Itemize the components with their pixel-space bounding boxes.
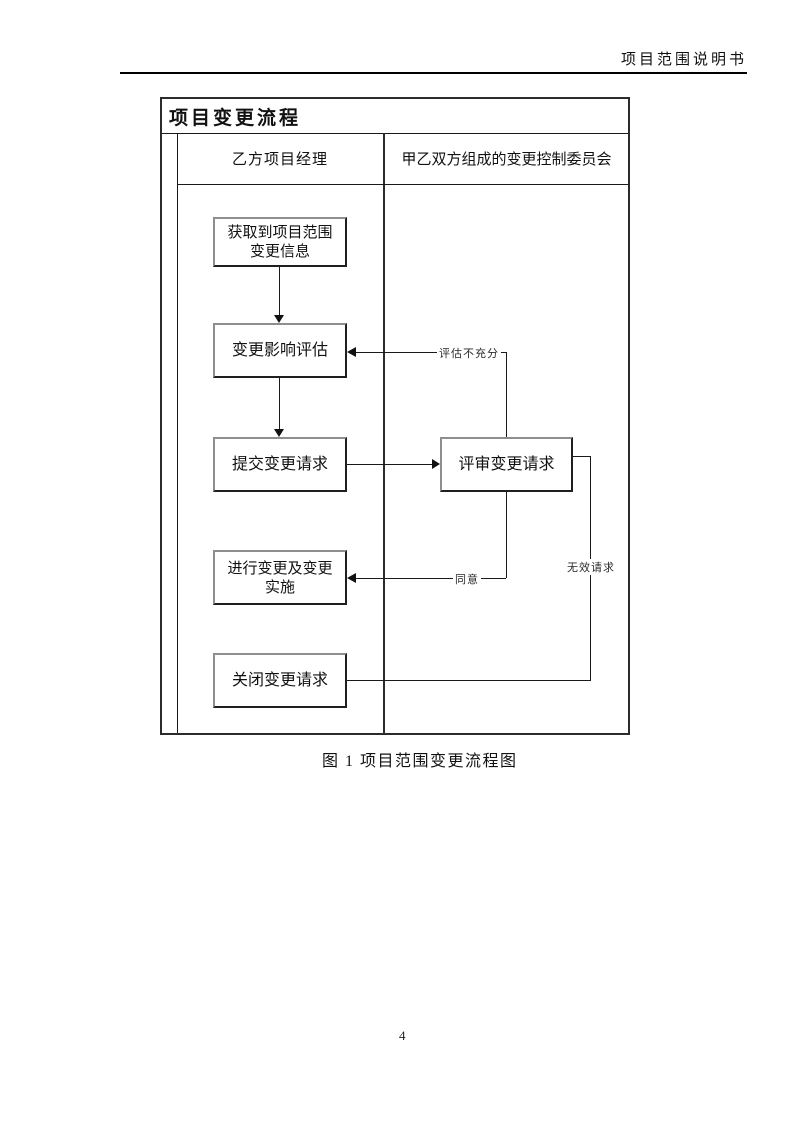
node-change-impact-assessment: 变更影响评估: [213, 323, 347, 378]
lane-header-contractor-pm: 乙方项目经理: [177, 133, 383, 184]
node-acquire-change-info: 获取到项目范围 变更信息: [213, 217, 347, 267]
connector-review-to-close-stub: [573, 456, 590, 457]
connector-review-to-assess-vertical: [506, 352, 507, 437]
connector-review-to-implement-horizontal: [356, 578, 506, 579]
connector-acquire-to-assess: [279, 267, 280, 315]
node-label: 关闭变更请求: [231, 672, 328, 689]
flowchart-title: 项目变更流程: [169, 108, 302, 129]
connector-review-to-implement-vertical: [506, 492, 507, 578]
arrowhead-down: [274, 429, 284, 437]
lane-header-change-control-board: 甲乙双方组成的变更控制委员会: [385, 133, 628, 184]
document-header-title: 项目范围说明书: [620, 52, 747, 68]
edge-label-invalid-request: 无效请求: [565, 559, 617, 575]
edge-label-agree: 同意: [453, 571, 481, 587]
connector-assess-to-submit: [279, 378, 280, 429]
connector-review-to-close-horizontal: [347, 680, 591, 681]
figure-caption: 图 1 项目范围变更流程图: [322, 753, 518, 770]
arrowhead-right: [432, 459, 440, 469]
node-implement-change: 进行变更及变更 实施: [213, 550, 347, 605]
arrowhead-left: [347, 573, 356, 583]
lane-header-label: 甲乙双方组成的变更控制委员会: [401, 151, 612, 168]
node-review-change-request: 评审变更请求: [440, 437, 573, 492]
node-label-line: 获取到项目范围: [227, 224, 333, 241]
arrowhead-left: [347, 347, 356, 357]
node-label-line: 变更信息: [249, 243, 310, 260]
edge-label-insufficient-assessment: 评估不充分: [437, 345, 501, 361]
lane-header-separator: [177, 184, 628, 185]
left-gutter-line: [177, 133, 178, 733]
lane-divider: [383, 133, 385, 733]
node-submit-change-request: 提交变更请求: [213, 437, 347, 492]
node-label-line: 实施: [264, 578, 295, 596]
flowchart-frame: 项目变更流程 乙方项目经理 甲乙双方组成的变更控制委员会 获取到项目范围 变更信…: [160, 97, 630, 735]
lane-header-label: 乙方项目经理: [231, 151, 328, 168]
node-label: 提交变更请求: [231, 456, 328, 473]
node-label: 评审变更请求: [458, 456, 555, 473]
connector-review-to-assess-horizontal: [356, 352, 506, 353]
header-rule: [120, 72, 747, 74]
page-number: 4: [399, 1028, 406, 1043]
connector-submit-to-review: [347, 464, 432, 465]
title-row-separator: [162, 133, 628, 134]
node-label-line: 进行变更及变更: [227, 559, 333, 577]
node-close-change-request: 关闭变更请求: [213, 653, 347, 708]
node-label: 变更影响评估: [231, 342, 328, 359]
arrowhead-down: [274, 315, 284, 323]
